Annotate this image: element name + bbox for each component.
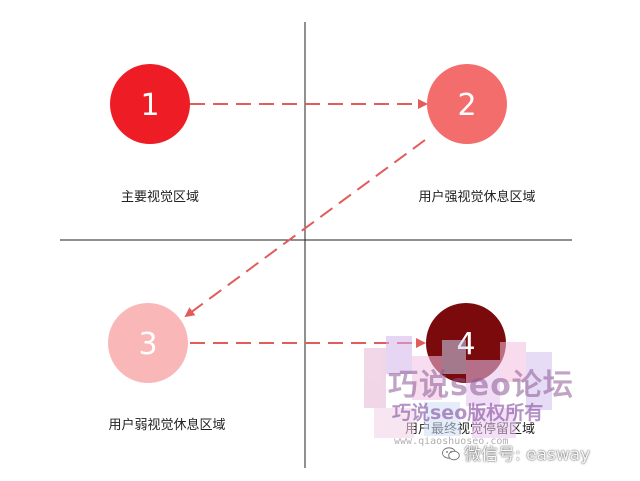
node-1-circle [110,64,190,144]
node-1: 1 [110,64,190,144]
node-3-circle [108,303,188,383]
watermark-url: www.qiaoshuoseo.com [394,436,509,447]
watermark-wechat-text: 微信号: easway [464,445,591,465]
node-3-number: 3 [138,327,157,362]
node-2: 2 [427,64,507,144]
node-3: 3 [108,303,188,383]
node-2-label: 用户强视觉休息区域 [418,190,536,205]
node-2-circle [427,64,507,144]
node-2-number: 2 [457,88,476,123]
watermark-subtitle: 巧说seo版权所有 [392,402,544,424]
watermark-title: 巧说seo论坛 [388,368,574,403]
arrow-2-to-3 [184,139,426,318]
wechat-icon [442,447,460,461]
watermark-mosaic [364,336,554,446]
node-1-label: 主要视觉区域 [120,190,200,205]
watermark-wechat: 微信号: easway [442,440,590,465]
node-3-label: 用户弱视觉休息区域 [108,418,226,433]
node-1-number: 1 [140,88,159,123]
